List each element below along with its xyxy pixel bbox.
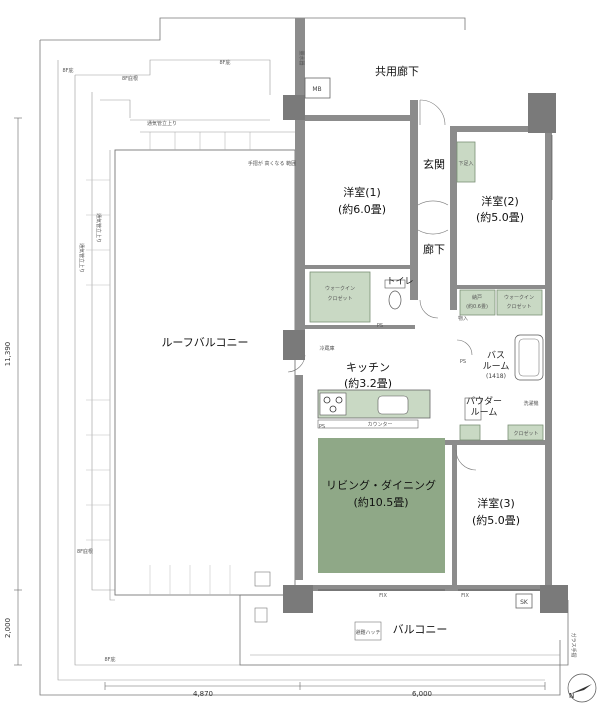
ps3-label: PS [377, 323, 383, 329]
toilet-label: トイレ [386, 277, 413, 287]
sk-label: SK [520, 599, 529, 606]
dimension-horizontal-right: 6,000 [412, 690, 432, 698]
ps1-label: PS [319, 424, 325, 430]
soffit1-label: 8F庇根 [122, 75, 138, 82]
shoes-label: 下足入 [458, 161, 473, 167]
vent2-label: 通気管立上り [95, 213, 102, 243]
western2-name: 洋室(2) [481, 194, 519, 208]
living-name: リビング・ダイニング [326, 478, 436, 492]
kitchen-size: (約3.2畳) [344, 376, 392, 390]
living-dining-floor [318, 438, 445, 573]
walkin2-b: クロゼット [506, 303, 531, 310]
hallway-label: 廊下 [423, 242, 445, 256]
north-arrow-icon: N [567, 673, 597, 703]
bath-size: (1418) [486, 373, 506, 380]
mb-label: MB [312, 86, 321, 93]
powder-name2: ルーム [471, 407, 498, 418]
windows [318, 135, 553, 591]
svg-text:N: N [569, 692, 574, 700]
vent1-label: 通気管立上り [147, 120, 177, 127]
western3-name: 洋室(3) [477, 496, 515, 510]
walkin1-a: ウォークイン [325, 285, 355, 292]
unit-walls [295, 18, 552, 595]
washer-label: 洗濯機 [523, 400, 538, 407]
ceiling2-label: 8F庇 [219, 59, 230, 66]
western1-size: (約6.0畳) [338, 202, 386, 216]
kitchen-counter [317, 389, 431, 429]
balcony-area [239, 571, 569, 666]
closet-label: クロゼット [513, 430, 538, 437]
counter-label: カウンター [367, 421, 392, 428]
balcony-label: バルコニー [393, 623, 448, 636]
fix2-label: FIX [461, 593, 469, 599]
roof-balcony-label: ルーフバルコニー [161, 336, 248, 349]
entrance-label: 玄関 [423, 157, 445, 171]
western3-size: (約5.0畳) [472, 513, 520, 527]
storage-areas [309, 141, 544, 441]
roof-balcony-outline [39, 17, 561, 696]
doors [287, 99, 477, 471]
hole-label: 物入 [458, 315, 468, 322]
walkin1-b: クロゼット [327, 295, 352, 302]
ps2-label: PS [460, 359, 466, 365]
kitchen-name: キッチン [346, 361, 390, 374]
dimension-horizontal-left: 4,870 [193, 690, 213, 698]
living-size: (約10.5畳) [353, 495, 408, 509]
dimension-lines [14, 117, 546, 690]
pipe-label: ガラス手摺 [570, 633, 577, 658]
emergency-label: 避難ハッチ [355, 629, 380, 636]
meter-label: 量水器 [298, 50, 305, 65]
western2-size: (約5.0畳) [476, 210, 524, 224]
columns [283, 77, 568, 613]
soffit2-label: 8F庇根 [77, 548, 93, 555]
roof-balcony-area [86, 132, 296, 596]
dimension-vertical-total: 11,390 [4, 342, 12, 367]
walkin2-a: ウォークイン [504, 294, 534, 301]
toilet-fixture [384, 279, 406, 310]
dimension-vertical-balcony: 2,000 [4, 618, 12, 638]
western1-name: 洋室(1) [343, 185, 381, 199]
powder-name: パウダー [466, 395, 502, 407]
bath-name2: ルーム [483, 361, 510, 372]
washbasin [464, 397, 482, 421]
fix1-label: FIX [379, 593, 387, 599]
vent3-label: 通気管立上り [78, 243, 85, 273]
common-corridor-label: 共用廊下 [375, 64, 419, 78]
nando-size: (約0.6畳) [466, 303, 488, 310]
ceiling3-label: 8F庇 [104, 656, 115, 663]
bath-name: バス [487, 350, 505, 361]
ceiling1-label: 8F庇 [62, 67, 73, 74]
bathtub [514, 334, 544, 381]
railing-label: 手摺が 高くなる 範囲 [248, 160, 296, 167]
nando-label: 納戸 [472, 294, 482, 301]
fridge-label: 冷蔵庫 [319, 345, 334, 352]
